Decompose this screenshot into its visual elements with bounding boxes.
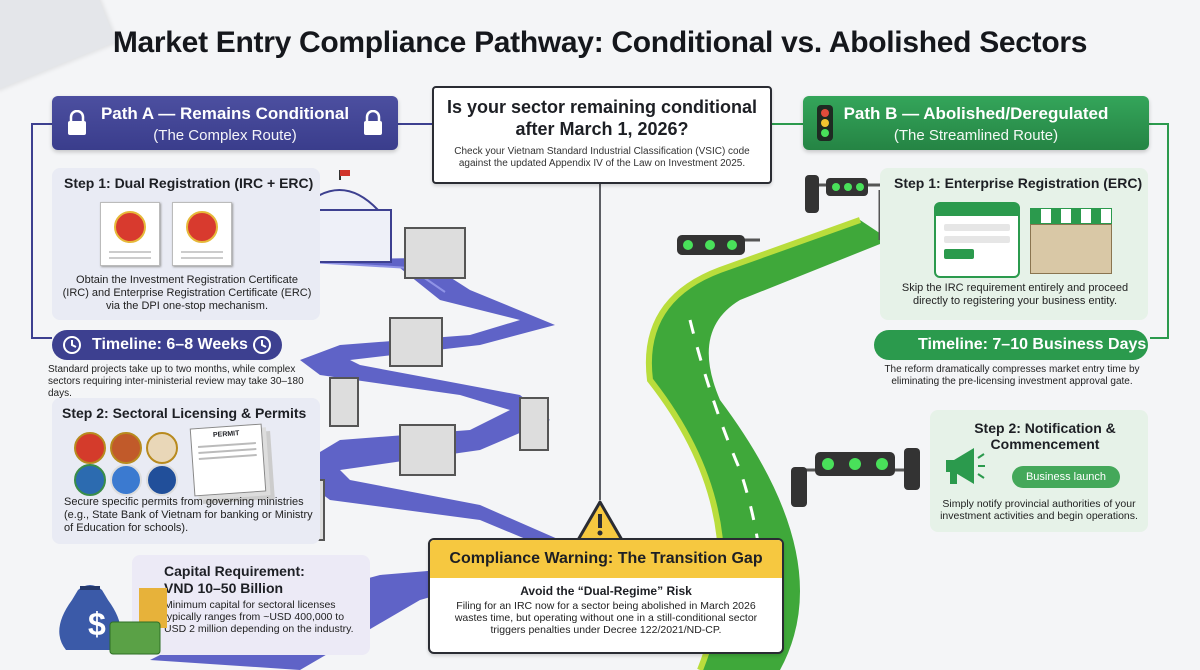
path-b-step1-title: Step 1: Enterprise Registration (ERC) [894,175,1143,191]
storefront-icon [1030,208,1112,274]
path-b-step1-text: Skip the IRC requirement entirely and pr… [901,282,1129,307]
warning-title: Compliance Warning: The Transition Gap [430,540,782,578]
ministry-seal-icon [146,432,178,464]
path-b-step2-card: Step 2: Notification & Commencement Busi… [930,410,1148,532]
compliance-warning-box: Compliance Warning: The Transition Gap A… [428,538,784,654]
warning-icon [576,500,624,542]
permit-label: PERMIT [212,430,240,439]
path-b-timeline-pill: Timeline: 7–10 Business Days [874,330,1148,360]
question-heading: Is your sector remaining conditional aft… [446,97,758,139]
money-bag-icon: $ [59,585,167,655]
path-a-step2-card: Step 2: Sectoral Licensing & Permits PER… [52,398,320,544]
capital-title: Capital Requirement: [164,563,305,579]
ministry-seal-icon [110,432,142,464]
path-a-step1-title: Step 1: Dual Registration (IRC + ERC) [64,175,314,191]
svg-text:$: $ [88,606,106,642]
path-a-timeline-label: Timeline: 6–8 Weeks [92,336,248,353]
permit-document-icon: PERMIT [189,423,267,497]
certificate-icon [100,202,160,266]
warning-text: Filing for an IRC now for a sector being… [454,600,758,636]
path-a-header: Path A — Remains Conditional (The Comple… [52,96,398,150]
path-a-timeline-text: Standard projects take up to two months,… [48,364,304,399]
path-a-step2-title: Step 2: Sectoral Licensing & Permits [62,405,307,421]
path-b-header: Path B — Abolished/Deregulated (The Stre… [803,96,1149,150]
path-a-step1-card: Step 1: Dual Registration (IRC + ERC) Ob… [52,168,320,320]
traffic-light-icon [817,105,833,141]
path-b-step2-text: Simply notify provincial authorities of … [940,498,1138,522]
lock-icon [68,110,86,135]
path-a-timeline-pill: Timeline: 6–8 Weeks [52,330,282,360]
clock-icon [253,336,271,354]
path-b-step2-title: Step 2: Notification & Commencement [974,420,1116,452]
path-a-subtitle: (The Complex Route) [153,127,297,144]
capital-requirement-card: Capital Requirement: VND 10–50 Billion M… [132,555,370,655]
path-b-subtitle: (The Streamlined Route) [893,127,1059,144]
lock-icon [364,110,382,135]
capital-text: Minimum capital for sectoral licenses ty… [164,599,354,635]
clock-icon [63,336,81,354]
online-form-icon [934,202,1020,278]
path-b-step1-card: Step 1: Enterprise Registration (ERC) Sk… [880,168,1148,320]
capital-amount: VND 10–50 Billion [164,580,284,596]
warning-subtitle: Avoid the “Dual-Regime” Risk [520,584,692,598]
page-title: Market Entry Compliance Pathway: Conditi… [112,26,1088,59]
ministry-seal-icon [110,464,142,496]
certificate-icon [172,202,232,266]
megaphone-icon [946,448,985,484]
question-text: Check your Vietnam Standard Industrial C… [454,146,750,169]
path-b-title: Path B — Abolished/Deregulated [843,104,1109,123]
path-b-timeline-label: Timeline: 7–10 Business Days [918,336,1147,353]
ministry-seal-icon [74,464,106,496]
path-a-step1-text: Obtain the Investment Registration Certi… [62,274,312,312]
ministry-seal-icon [146,464,178,496]
path-a-step2-text: Secure specific permits from governing m… [64,496,313,534]
business-launch-badge: Business launch [1012,466,1120,488]
path-a-title: Path A — Remains Conditional [100,104,350,123]
decision-question-box: Is your sector remaining conditional aft… [432,86,772,184]
path-b-timeline-text: The reform dramatically compresses marke… [884,364,1140,387]
ministry-seal-icon [74,432,106,464]
